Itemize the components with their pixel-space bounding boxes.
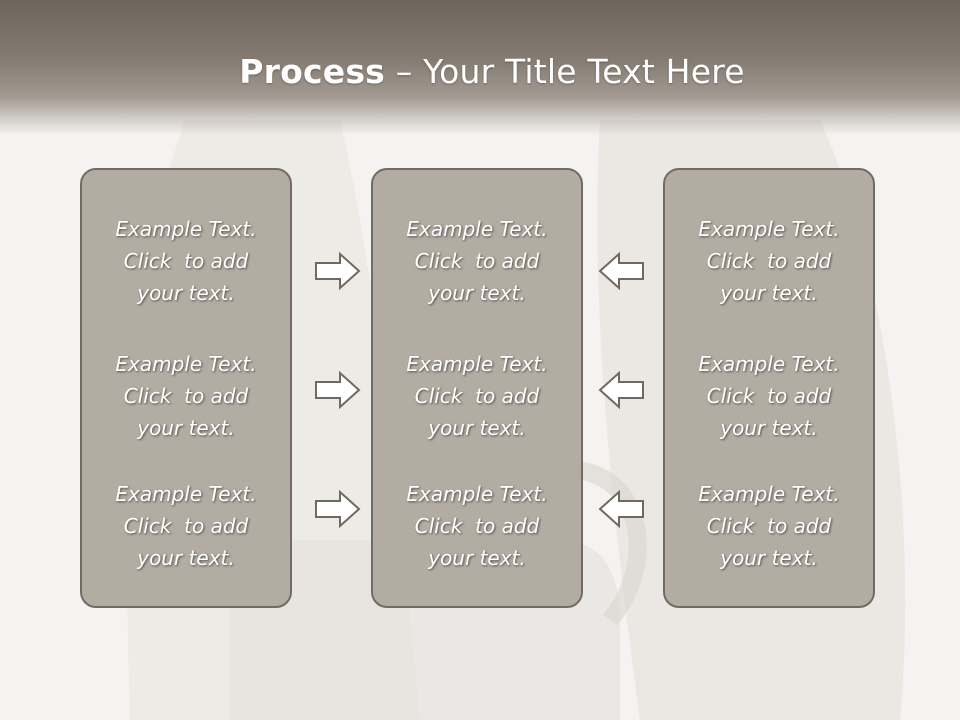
placeholder-line: Click to add: [414, 384, 540, 408]
placeholder-line: Example Text.: [115, 217, 257, 241]
placeholder-line: Example Text.: [406, 217, 548, 241]
placeholder-line: your text.: [720, 416, 818, 440]
text-placeholder[interactable]: Example Text. Click to add your text.: [82, 348, 290, 444]
arrow-right-icon[interactable]: [314, 251, 362, 291]
text-placeholder[interactable]: Example Text. Click to add your text.: [373, 213, 581, 309]
placeholder-line: Click to add: [414, 249, 540, 273]
arrow-right-icon[interactable]: [314, 489, 362, 529]
placeholder-line: Example Text.: [698, 482, 840, 506]
text-placeholder[interactable]: Example Text. Click to add your text.: [82, 213, 290, 309]
text-placeholder[interactable]: Example Text. Click to add your text.: [665, 348, 873, 444]
placeholder-line: Example Text.: [115, 352, 257, 376]
text-placeholder[interactable]: Example Text. Click to add your text.: [373, 478, 581, 574]
text-placeholder[interactable]: Example Text. Click to add your text.: [373, 348, 581, 444]
placeholder-line: your text.: [720, 546, 818, 570]
placeholder-line: Click to add: [706, 384, 832, 408]
placeholder-line: Example Text.: [698, 352, 840, 376]
panel-left[interactable]: Example Text. Click to add your text. Ex…: [80, 168, 292, 608]
placeholder-line: Click to add: [414, 514, 540, 538]
text-placeholder[interactable]: Example Text. Click to add your text.: [665, 478, 873, 574]
placeholder-line: Example Text.: [406, 482, 548, 506]
text-placeholder[interactable]: Example Text. Click to add your text.: [665, 213, 873, 309]
placeholder-line: your text.: [428, 416, 526, 440]
text-placeholder[interactable]: Example Text. Click to add your text.: [82, 478, 290, 574]
placeholder-line: Example Text.: [406, 352, 548, 376]
placeholder-line: your text.: [428, 281, 526, 305]
arrow-left-icon[interactable]: [597, 489, 645, 529]
placeholder-line: Click to add: [706, 514, 832, 538]
title-rest: – Your Title Text Here: [385, 52, 745, 91]
placeholder-line: Click to add: [706, 249, 832, 273]
slide-title[interactable]: Process – Your Title Text Here: [0, 52, 960, 91]
arrow-left-icon[interactable]: [597, 251, 645, 291]
arrow-right-icon[interactable]: [314, 370, 362, 410]
placeholder-line: your text.: [137, 546, 235, 570]
placeholder-line: your text.: [137, 416, 235, 440]
placeholder-line: Example Text.: [115, 482, 257, 506]
placeholder-line: Click to add: [123, 384, 249, 408]
placeholder-line: Click to add: [123, 249, 249, 273]
placeholder-line: your text.: [720, 281, 818, 305]
header-band: [0, 0, 960, 135]
placeholder-line: Click to add: [123, 514, 249, 538]
placeholder-line: Example Text.: [698, 217, 840, 241]
title-bold: Process: [239, 52, 386, 91]
placeholder-line: your text.: [428, 546, 526, 570]
placeholder-line: your text.: [137, 281, 235, 305]
panel-center[interactable]: Example Text. Click to add your text. Ex…: [371, 168, 583, 608]
arrow-left-icon[interactable]: [597, 370, 645, 410]
panel-right[interactable]: Example Text. Click to add your text. Ex…: [663, 168, 875, 608]
